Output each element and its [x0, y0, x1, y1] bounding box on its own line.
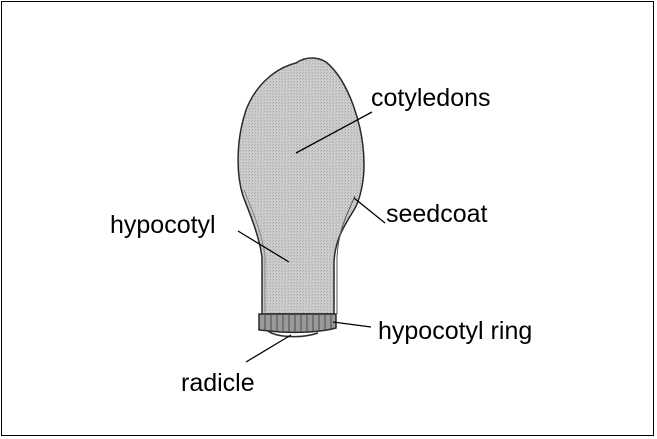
hypocotyl-ring-leader [333, 322, 371, 327]
label-radicle: radicle [181, 369, 255, 397]
seedling-body [238, 58, 364, 314]
label-hypocotyl: hypocotyl [110, 211, 216, 239]
label-cotyledons: cotyledons [371, 84, 491, 112]
label-hypocotyl-ring: hypocotyl ring [378, 317, 532, 345]
seedcoat-leader [354, 198, 385, 223]
label-seedcoat: seedcoat [386, 200, 488, 228]
radicle-leader [246, 335, 291, 362]
